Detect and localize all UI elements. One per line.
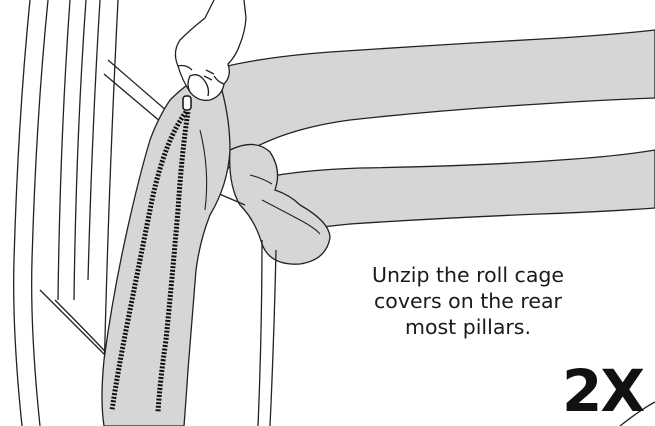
instruction-line-1: Unzip the roll cage xyxy=(318,262,618,288)
instruction-line-3: most pillars. xyxy=(318,314,618,340)
quantity-label: 2X xyxy=(562,356,643,426)
instruction-line-2: covers on the rear xyxy=(318,288,618,314)
zipper-pull xyxy=(183,96,191,110)
pillar-cover xyxy=(102,68,230,426)
instruction-text: Unzip the roll cage covers on the rear m… xyxy=(318,262,618,340)
